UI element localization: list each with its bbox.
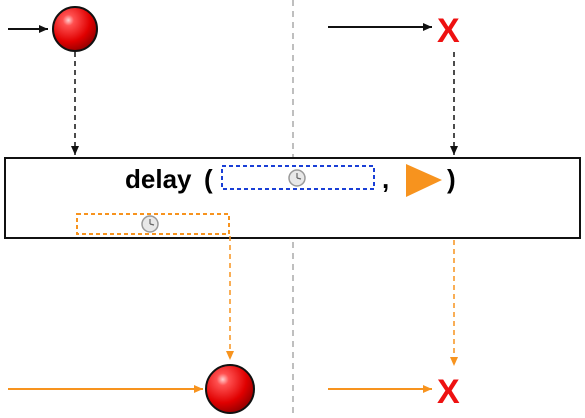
duration-selector-box [221,165,375,190]
operator-close-paren: ) [447,164,456,194]
result-error-x: X [437,373,460,411]
operator-box-frame [4,157,581,239]
source-error-x: X [437,12,460,50]
source-timeline: X [8,6,460,52]
play-triangle-icon [406,164,442,197]
operator-name: delay [125,164,192,194]
result-timeline: X [8,364,460,414]
clock-icon [288,169,306,187]
clock-icon [141,215,159,233]
delay-duration-box [76,213,230,235]
operator-separator: , [382,164,389,194]
source-emission-ball [52,6,98,52]
result-emission-ball [205,364,255,414]
operator-box: delay ( , ) [4,157,581,239]
operator-open-paren: ( [204,164,213,194]
